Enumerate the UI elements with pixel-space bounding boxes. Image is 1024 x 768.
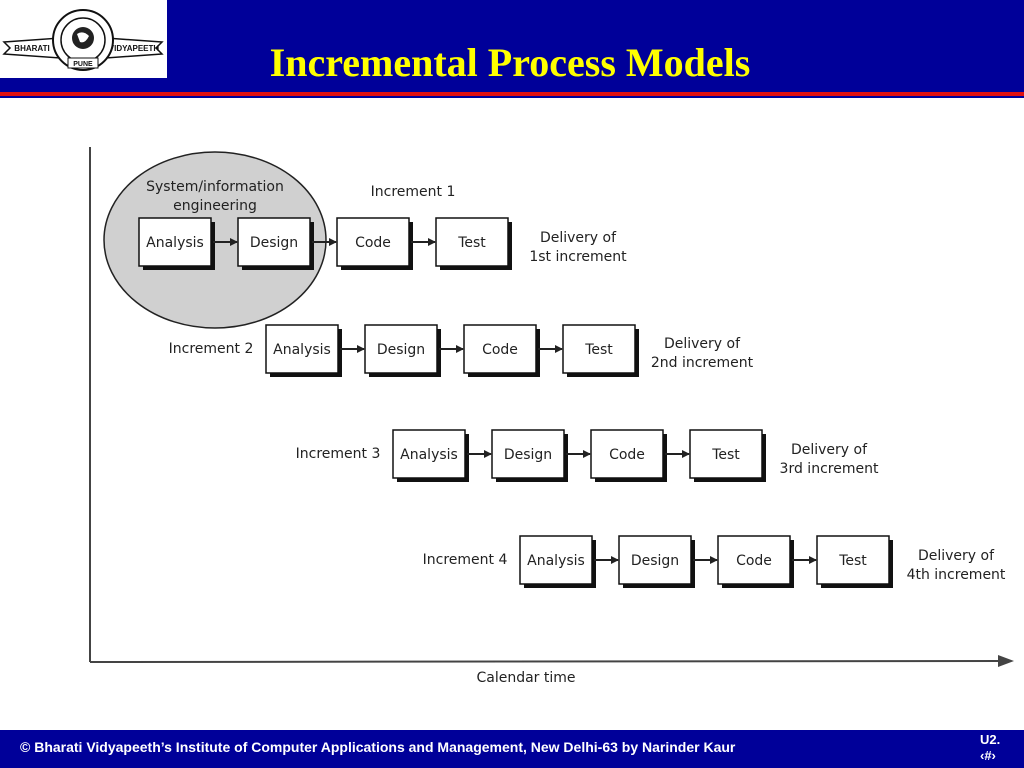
- stage-box-code-increment-3: [590, 429, 664, 479]
- increment-label-2: Increment 2: [169, 341, 254, 357]
- page-number-field: ‹#›: [980, 748, 996, 763]
- page-label: U2.: [980, 732, 1001, 747]
- stage-label-design-increment-2: Design: [377, 342, 425, 358]
- stage-box-test-increment-1: [435, 217, 509, 267]
- increment-label-4: Increment 4: [423, 552, 508, 568]
- stage-label-code-increment-4: Code: [736, 553, 772, 569]
- stage-label-design-increment-1: Design: [250, 235, 298, 251]
- stage-label-code-increment-3: Code: [609, 447, 645, 463]
- highlight-label-line1: System/information: [146, 179, 284, 195]
- bharati-vidyapeeth-logo: BHARATI VIDYAPEETH PUNE: [2, 9, 164, 71]
- stage-label-analysis-increment-2: Analysis: [273, 342, 331, 358]
- stage-label-analysis-increment-3: Analysis: [400, 447, 458, 463]
- header-blue-stripe: [0, 96, 1024, 98]
- stage-box-test-increment-4: [816, 535, 890, 585]
- stage-label-test-increment-4: Test: [838, 553, 867, 569]
- footer-bar: [0, 730, 1024, 768]
- slide-title: Incremental Process Models: [269, 40, 751, 85]
- stage-box-code-increment-1: [336, 217, 410, 267]
- logo-bottom-text: PUNE: [73, 61, 93, 68]
- stage-label-test-increment-2: Test: [584, 342, 613, 358]
- stage-label-code-increment-2: Code: [482, 342, 518, 358]
- footer-copyright: © Bharati Vidyapeeth’s Institute of Comp…: [20, 739, 736, 755]
- header-bar: [0, 0, 1024, 92]
- increment-label-3: Increment 3: [296, 446, 381, 462]
- delivery-label-2-line-1: Delivery of: [664, 336, 741, 352]
- page-number: U2. ‹#›: [980, 732, 1020, 764]
- logo: BHARATI VIDYAPEETH PUNE: [0, 0, 167, 78]
- stage-label-code-increment-1: Code: [355, 235, 391, 251]
- stage-label-test-increment-1: Test: [457, 235, 486, 251]
- logo-left-text: BHARATI: [14, 44, 49, 53]
- stage-label-test-increment-3: Test: [711, 447, 740, 463]
- stage-label-analysis-increment-1: Analysis: [146, 235, 204, 251]
- delivery-label-4-line-1: Delivery of: [918, 548, 995, 564]
- highlight-label-line2: engineering: [173, 198, 257, 214]
- delivery-label-1-line-2: 1st increment: [529, 249, 627, 265]
- stage-box-analysis-increment-1: [138, 217, 212, 267]
- stage-box-design-increment-2: [364, 324, 438, 374]
- delivery-label-4-line-2: 4th increment: [907, 567, 1006, 583]
- stage-box-analysis-increment-2: [265, 324, 339, 374]
- increment-label-1: Increment 1: [371, 184, 456, 200]
- stage-box-analysis-increment-4: [519, 535, 593, 585]
- header-red-stripe: [0, 92, 1024, 96]
- stage-label-design-increment-4: Design: [631, 553, 679, 569]
- x-axis-line: [89, 660, 1003, 663]
- x-axis-arrowhead: [998, 655, 1014, 667]
- stage-box-design-increment-4: [618, 535, 692, 585]
- stage-box-test-increment-2: [562, 324, 636, 374]
- stage-label-analysis-increment-4: Analysis: [527, 553, 585, 569]
- stage-box-code-increment-2: [463, 324, 537, 374]
- logo-right-text: VIDYAPEETH: [109, 44, 160, 53]
- stage-label-design-increment-3: Design: [504, 447, 552, 463]
- delivery-label-3-line-1: Delivery of: [791, 442, 868, 458]
- stage-box-code-increment-4: [717, 535, 791, 585]
- stage-box-test-increment-3: [689, 429, 763, 479]
- x-axis-label: Calendar time: [476, 670, 575, 686]
- delivery-label-2-line-2: 2nd increment: [651, 355, 754, 371]
- stage-box-design-increment-1: [237, 217, 311, 267]
- stage-box-design-increment-3: [491, 429, 565, 479]
- delivery-label-1-line-1: Delivery of: [540, 230, 617, 246]
- delivery-label-3-line-2: 3rd increment: [780, 461, 879, 477]
- stage-box-analysis-increment-3: [392, 429, 466, 479]
